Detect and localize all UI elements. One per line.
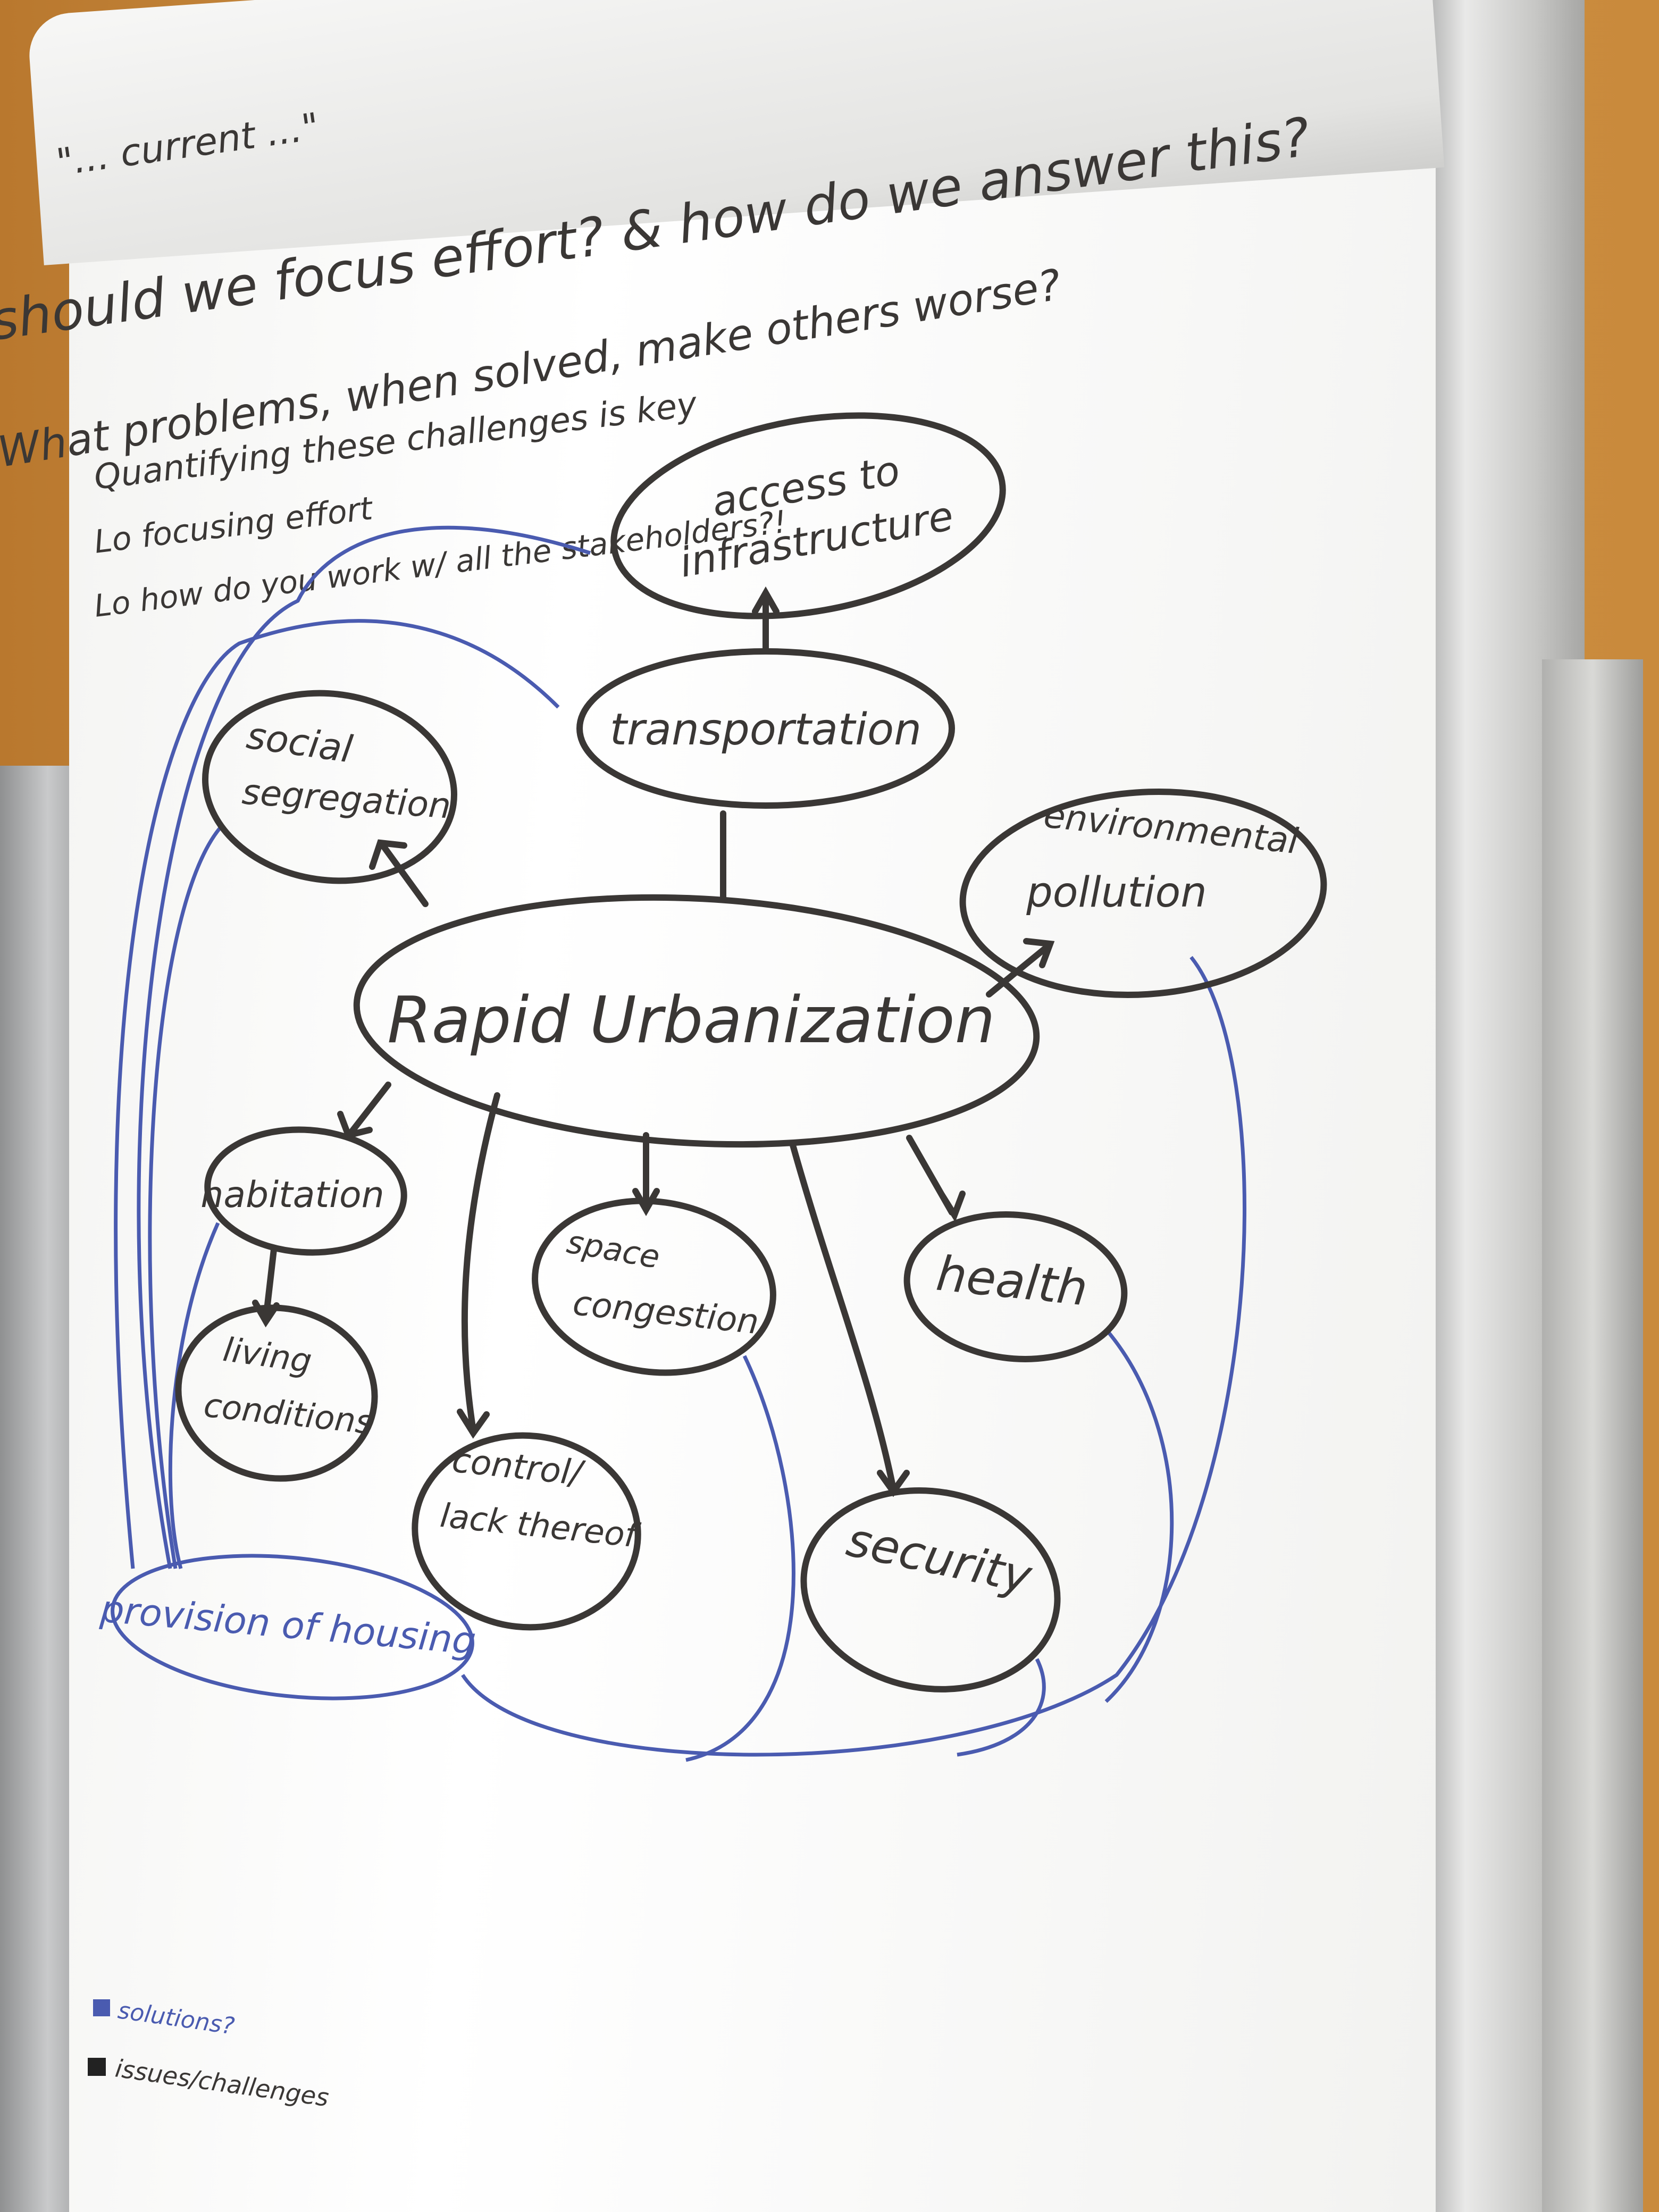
- arrow-center-habitation: [337, 1082, 391, 1139]
- habitation-label: habitation: [200, 1174, 384, 1216]
- housing-ellipse: [111, 1554, 474, 1700]
- security-label: security: [842, 1512, 1037, 1604]
- blue-link-pollution: [461, 956, 1247, 1757]
- blue-link-transport: [114, 619, 560, 1569]
- blue-links: [111, 525, 1247, 1762]
- control-label-2: lack thereof: [438, 1496, 642, 1555]
- center-label: Rapid Urbanization: [387, 984, 995, 1058]
- question-block: Where should we focus effort? & how do w…: [0, 106, 1314, 624]
- habitation-ellipse: [204, 1126, 407, 1256]
- easel-left-leg: [0, 766, 80, 2212]
- arrow-center-control: [457, 1092, 500, 1439]
- transport-label: transportation: [610, 705, 921, 755]
- social-label-2: segregation: [241, 771, 453, 826]
- control-ellipse: [412, 1432, 641, 1631]
- blue-link-social: [148, 823, 225, 1569]
- arrow-transport-access: [752, 586, 780, 655]
- control-label-1: control/: [450, 1441, 588, 1494]
- environment-label-1: environmental: [1042, 794, 1301, 862]
- legend-issues-label: issues/challenges: [113, 2054, 330, 2112]
- space-label-2: congestion: [571, 1284, 761, 1342]
- arrow-center-health: [906, 1135, 966, 1222]
- security-ellipse: [800, 1487, 1061, 1692]
- housing-label: provision of housing: [98, 1587, 478, 1663]
- arrow-center-space: [632, 1132, 660, 1217]
- easel-side-panel: [1542, 659, 1643, 2212]
- blue-link-security: [957, 1658, 1046, 1757]
- environment-label-2: pollution: [1026, 869, 1206, 917]
- blue-link-stakeholders: [137, 525, 591, 1569]
- environment-ellipse: [959, 788, 1327, 999]
- living-label-1: living: [221, 1330, 314, 1381]
- legend-swatch-solution: [93, 1999, 110, 2016]
- legend: solutions? issues/challenges: [88, 1997, 331, 2112]
- living-label-2: conditions: [202, 1386, 375, 1442]
- blue-link-habitation: [168, 1222, 220, 1569]
- social-label-1: social: [244, 714, 356, 772]
- arrow-center-security: [789, 1140, 910, 1497]
- legend-solution-label: solutions?: [116, 1997, 236, 2040]
- space-ellipse: [532, 1197, 776, 1376]
- arrow-habitation-living: [252, 1246, 280, 1328]
- issue-bubbles: [175, 412, 1327, 1692]
- flipchart-sheet: [69, 106, 1436, 2212]
- legend-swatch-issues: [88, 2058, 106, 2076]
- health-ellipse: [903, 1211, 1128, 1362]
- access-ellipse: [610, 412, 1006, 619]
- blue-link-space: [685, 1355, 795, 1762]
- arrow-center-social: [369, 839, 429, 907]
- arrow-center-environment: [986, 938, 1055, 998]
- social-ellipse: [202, 690, 457, 884]
- center-ellipse: [353, 894, 1040, 1148]
- health-label: health: [934, 1246, 1090, 1317]
- space-label-1: space: [564, 1224, 663, 1277]
- curl-text: "... current ...": [54, 104, 322, 184]
- living-ellipse: [175, 1304, 378, 1482]
- blue-link-health: [1104, 1328, 1174, 1703]
- question-line-4: Lo focusing effort: [92, 490, 375, 561]
